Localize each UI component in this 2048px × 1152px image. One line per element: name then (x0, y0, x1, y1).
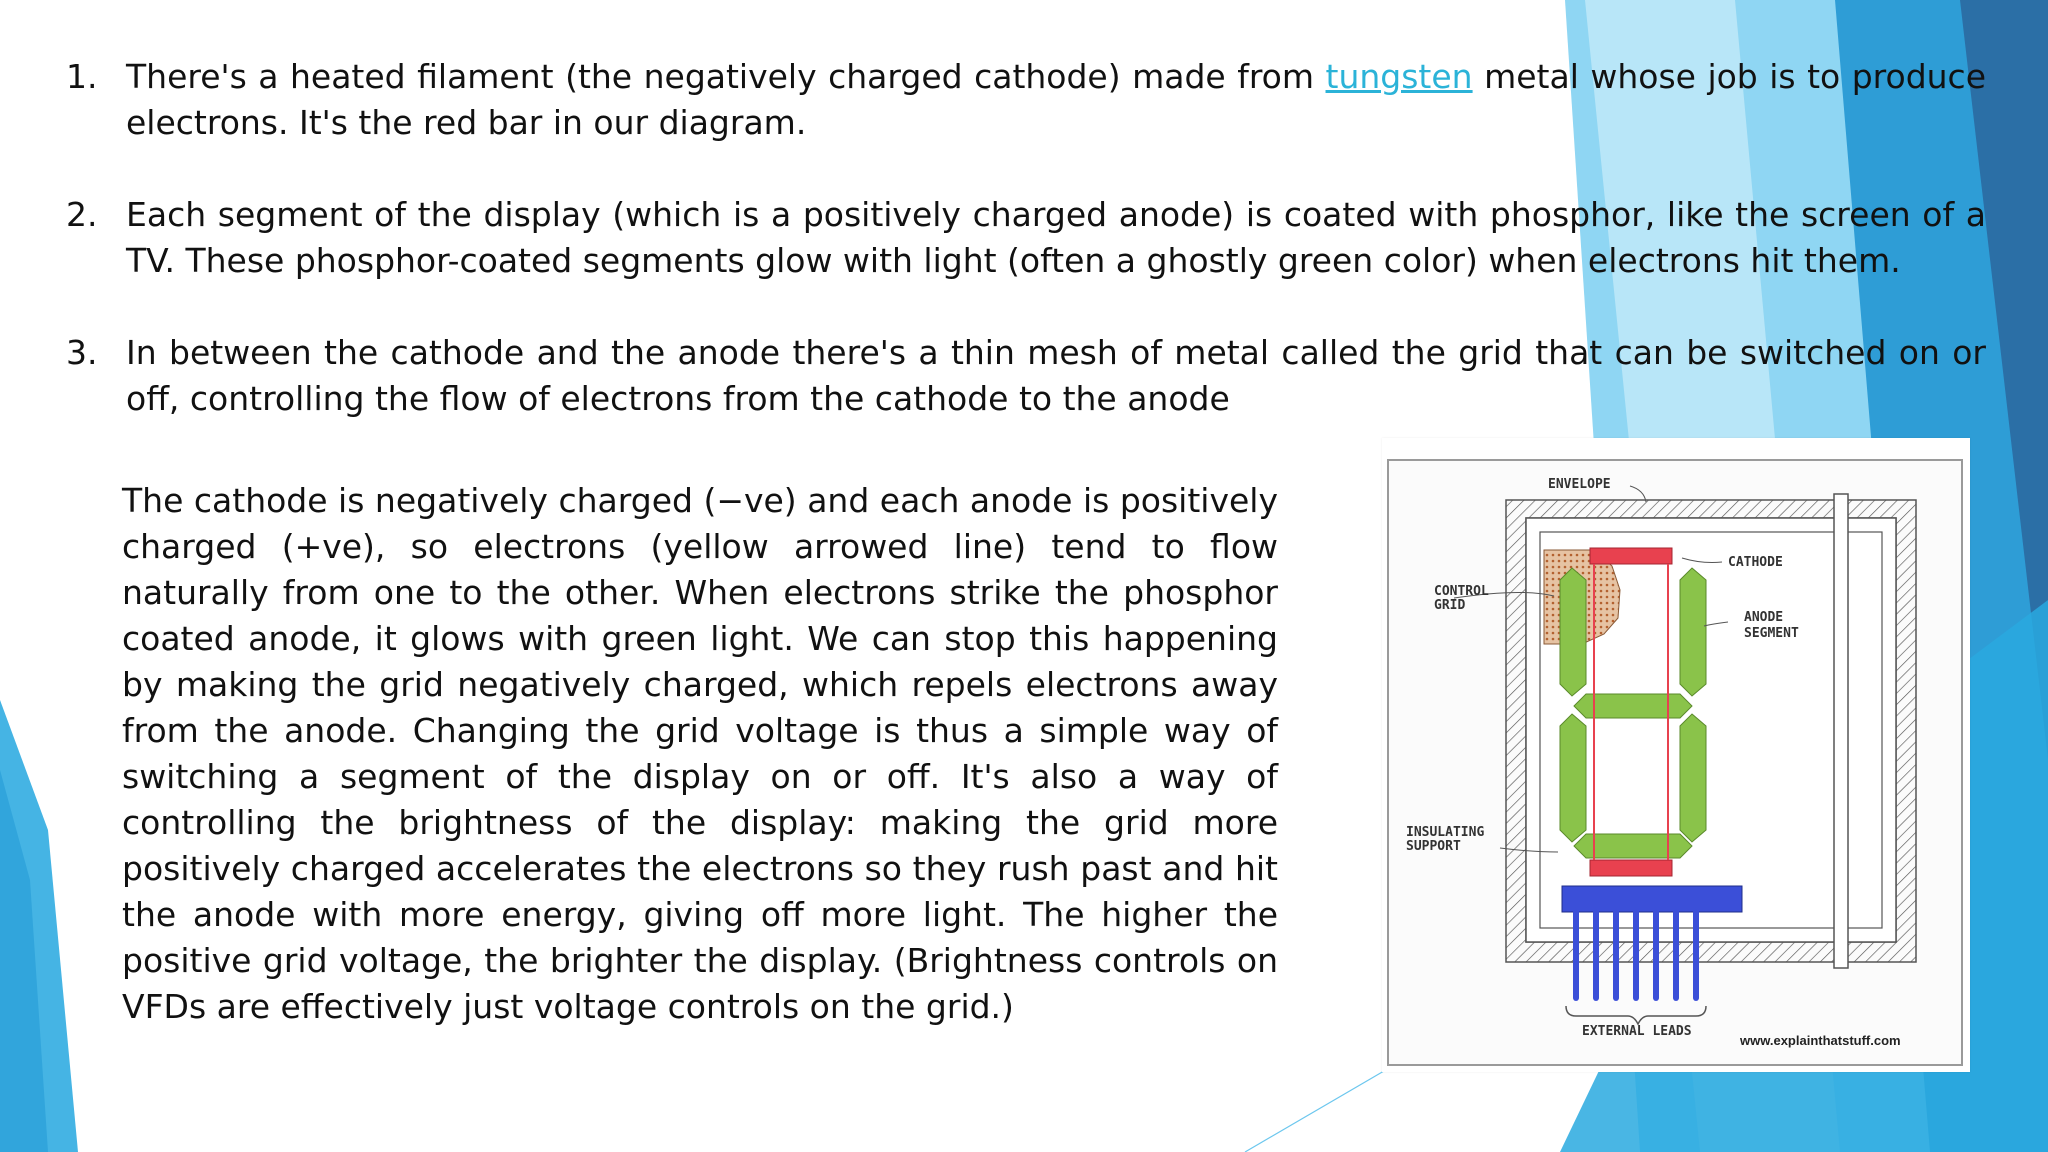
vfd-diagram: ENVELOPE CATHODE CONTROL GRID ANODE SEGM… (1382, 438, 1970, 1072)
label-segment: SEGMENT (1744, 626, 1799, 641)
label-cathode: CATHODE (1728, 555, 1783, 570)
label-insulating: INSULATING (1406, 825, 1484, 840)
label-envelope: ENVELOPE (1548, 477, 1611, 492)
label-grid: GRID (1434, 598, 1465, 613)
list-item: 3. In between the cathode and the anode … (66, 330, 1986, 422)
list-item: 2. Each segment of the display (which is… (66, 192, 1986, 284)
list-text: In between the cathode and the anode the… (126, 333, 1986, 418)
anode-segments (1559, 567, 1707, 859)
watermark-url: www.explainthatstuff.com (1739, 1033, 1901, 1048)
list-number: 1. (66, 57, 98, 96)
label-external-leads: EXTERNAL LEADS (1582, 1024, 1692, 1039)
bg-dark-blue-shape (1960, 0, 2048, 760)
cathode (1589, 547, 1673, 877)
list-number: 2. (66, 195, 98, 234)
bg-left-accent (0, 770, 48, 1152)
insulating-support (1561, 885, 1743, 913)
tungsten-link[interactable]: tungsten (1325, 57, 1473, 96)
list-text: Each segment of the display (which is a … (126, 195, 1986, 280)
envelope-side-wall (1833, 493, 1849, 969)
envelope-inner-frame (1539, 531, 1883, 929)
label-anode: ANODE (1744, 610, 1783, 625)
label-support: SUPPORT (1406, 839, 1461, 854)
external-leads (1573, 909, 1699, 1001)
list-number: 3. (66, 333, 98, 372)
envelope-inner-line (1525, 517, 1897, 943)
list-text-pre: There's a heated filament (the negativel… (126, 57, 1326, 96)
numbered-list: 1. There's a heated filament (the negati… (66, 54, 1986, 468)
explanation-paragraph: The cathode is negatively charged (−ve) … (122, 481, 1278, 1026)
leads-brace (1565, 1005, 1707, 1026)
leader-lines (1453, 485, 1729, 853)
label-control: CONTROL (1434, 584, 1489, 599)
list-item: 1. There's a heated filament (the negati… (66, 54, 1986, 146)
vfd-diagram-graphic: ENVELOPE CATHODE CONTROL GRID ANODE SEGM… (1387, 459, 1963, 1066)
list-text-post: metal whose job is to produce electrons.… (126, 57, 1986, 142)
